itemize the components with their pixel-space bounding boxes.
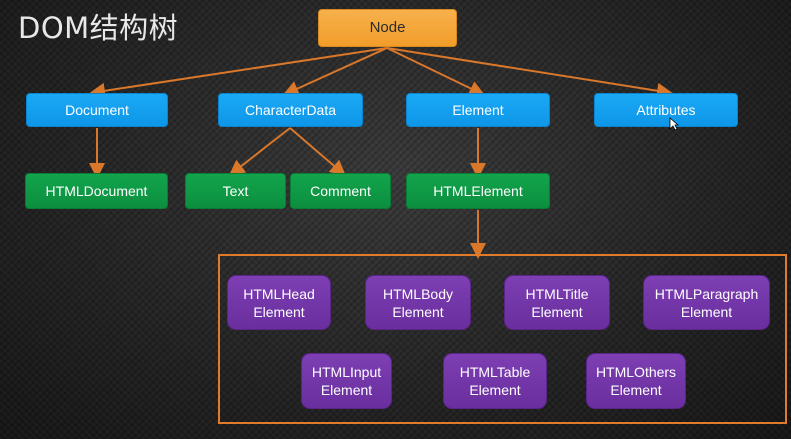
node-box-htmltableelement: HTMLTable Element [443,353,547,409]
node-box-text: Text [185,173,286,209]
node-box-htmlparagraphelement: HTMLParagraph Element [643,275,770,330]
node-box-document: Document [26,93,168,127]
slide-title: DOM结构树 [18,11,179,45]
node-box-htmlheadelement: HTMLHead Element [227,275,331,330]
node-box-node: Node [318,9,457,47]
node-box-htmlelement: HTMLElement [406,173,550,209]
connector-characterdata-comment [289,127,347,177]
connector-node-element [386,47,486,96]
node-box-element: Element [406,93,550,127]
connector-node-characterdata [282,47,388,96]
node-box-comment: Comment [290,173,391,209]
node-box-attributes: Attributes [594,93,738,127]
node-box-htmlbodyelement: HTMLBody Element [365,275,471,330]
html-element-types-group [218,254,787,424]
node-box-htmlotherselement: HTMLOthers Element [586,353,686,409]
mouse-cursor-icon [669,117,679,131]
node-box-htmldocument: HTMLDocument [25,173,168,209]
connector-node-document [89,47,388,99]
connector-characterdata-text [228,127,291,176]
node-box-htmlinputelement: HTMLInput Element [301,353,392,409]
node-box-characterdata: CharacterData [218,93,363,127]
connector-node-attributes [386,47,673,99]
node-box-htmltitleelement: HTMLTitle Element [504,275,610,330]
